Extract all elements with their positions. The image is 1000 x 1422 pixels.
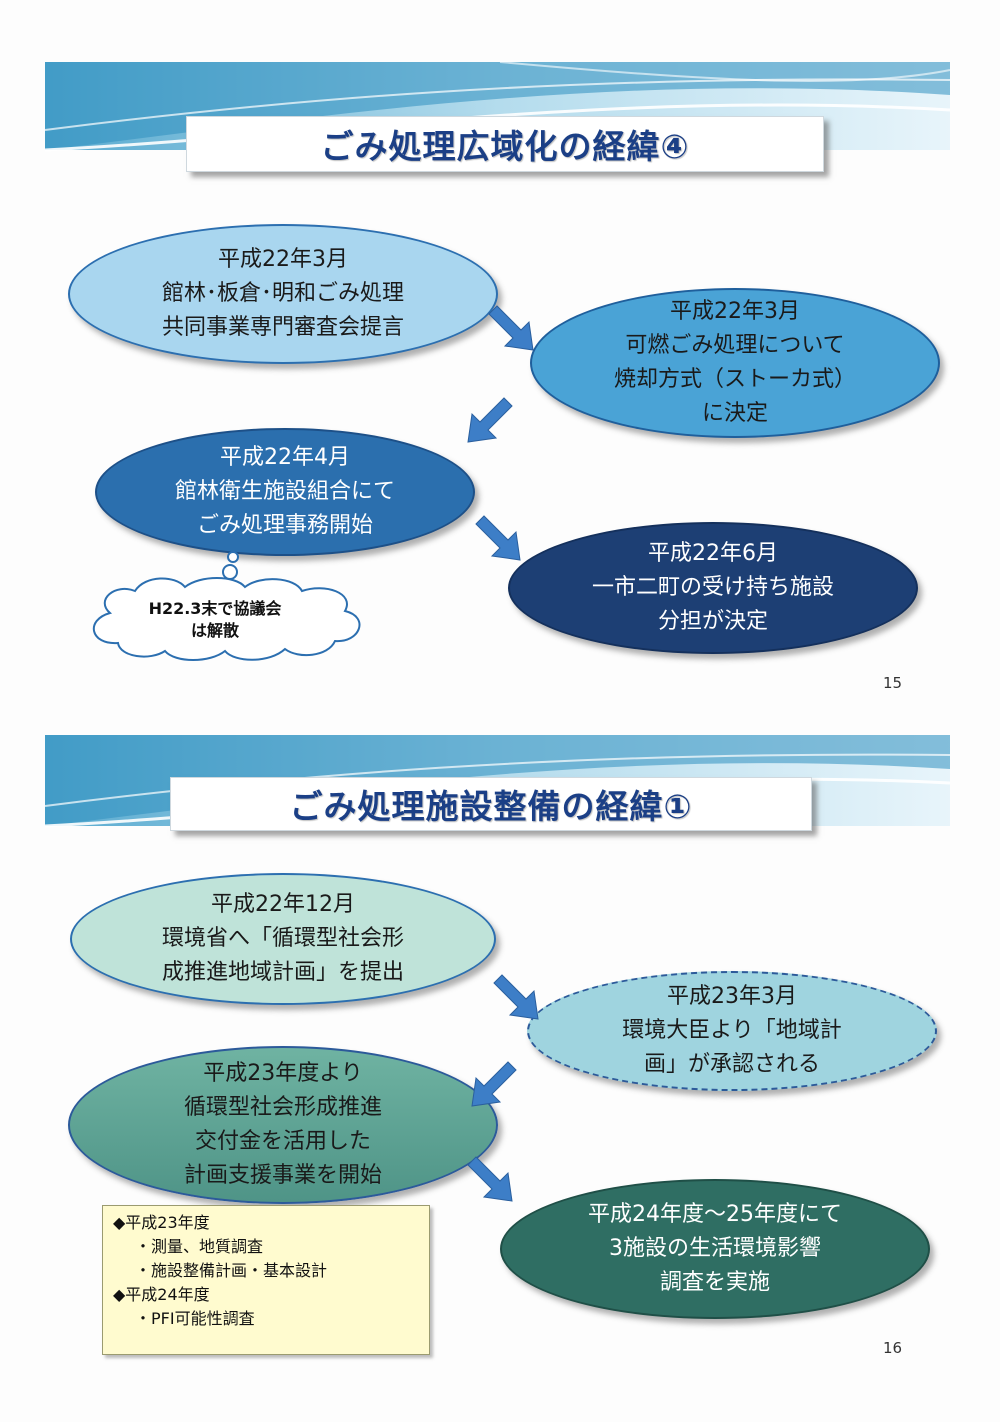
flow-node-2-line-4: に決定	[701, 401, 768, 426]
flow-node-2-line-3: 焼却方式（ストーカ式）	[613, 367, 856, 392]
flow-node-3-line-1: 平成22年4月	[220, 445, 350, 470]
slide-2: ごみ処理施設整備の経緯① 平成22年12月 環境省へ「循環型社会形 成推進地域計…	[0, 711, 1000, 1422]
flow-node-4: 平成22年6月 一市二町の受け持ち施設 分担が決定	[508, 522, 918, 654]
flow-node-1-line-2: 環境省へ「循環型社会形	[161, 926, 404, 951]
flow-node-2-line-3: 画」が承認される	[643, 1052, 820, 1077]
flow-node-4-line-1: 平成24年度～25年度にて	[588, 1202, 842, 1227]
note-line-5: ・PFI可能性調査	[135, 1309, 255, 1328]
note-line-4: ◆平成24年度	[113, 1285, 210, 1304]
callout-text: H22.3末で協議会 は解散	[115, 598, 315, 642]
flow-node-4-line-3: 分担が決定	[657, 609, 768, 634]
flow-node-3-line-2: 館林衛生施設組合にて	[174, 479, 395, 504]
page-number: 16	[883, 1339, 903, 1357]
flow-arrow-down-right-icon	[488, 305, 534, 351]
slide-1: ごみ処理広域化の経緯④ 平成22年3月 館林･板倉･明和ごみ処理 共同事業専門審…	[44, 61, 951, 692]
flow-node-4-line-3: 調査を実施	[659, 1270, 770, 1295]
note-line-3: ・施設整備計画・基本設計	[135, 1261, 328, 1280]
callout-line-1: H22.3末で協議会	[148, 599, 282, 618]
flow-node-4-line-2: 3施設の生活環境影響	[609, 1236, 821, 1261]
flow-node-2-line-2: 環境大臣より「地域計	[622, 1018, 842, 1043]
note-line-2: ・測量、地質調査	[135, 1237, 264, 1256]
page-number: 15	[883, 674, 903, 692]
flow-node-2-line-2: 可燃ごみ処理について	[625, 333, 845, 358]
note-line-1: ◆平成23年度	[113, 1213, 210, 1232]
thought-cloud	[92, 551, 361, 661]
flow-node-3-line-3: 交付金を活用した	[194, 1129, 371, 1154]
flow-node-1-line-3: 共同事業専門審査会提言	[161, 315, 404, 340]
flow-node-3-line-1: 平成23年度より	[203, 1061, 363, 1086]
flow-arrow-down-left-icon	[471, 1061, 517, 1107]
flow-node-3: 平成23年度より 循環型社会形成推進 交付金を活用した 計画支援事業を開始	[68, 1046, 498, 1204]
flow-node-3-line-4: 計画支援事業を開始	[183, 1163, 382, 1188]
slide-title: ごみ処理施設整備の経緯①	[289, 787, 693, 826]
slide-title-box: ごみ処理施設整備の経緯①	[170, 777, 812, 831]
flow-node-1: 平成22年3月 館林･板倉･明和ごみ処理 共同事業専門審査会提言	[68, 224, 498, 364]
flow-node-2-line-1: 平成23年3月	[667, 984, 797, 1009]
flow-arrow-down-right-icon	[467, 1156, 513, 1202]
flow-arrow-down-left-icon	[467, 397, 513, 443]
flow-arrow-down-right-icon	[475, 515, 521, 561]
flow-node-1-line-1: 平成22年3月	[218, 247, 348, 272]
flow-node-4: 平成24年度～25年度にて 3施設の生活環境影響 調査を実施	[500, 1179, 930, 1319]
flow-node-2: 平成22年3月 可燃ごみ処理について 焼却方式（ストーカ式） に決定	[530, 288, 940, 438]
slide-title-box: ごみ処理広域化の経緯④	[186, 116, 824, 172]
flow-arrow-down-right-icon	[493, 974, 539, 1020]
callout-line-2: は解散	[190, 621, 239, 640]
sticky-note: ◆平成23年度 ・測量、地質調査 ・施設整備計画・基本設計 ◆平成24年度 ・P…	[102, 1205, 430, 1355]
flow-node-1: 平成22年12月 環境省へ「循環型社会形 成推進地域計画」を提出	[70, 873, 496, 1005]
flow-node-2-line-1: 平成22年3月	[670, 299, 800, 324]
flow-node-3-line-3: ごみ処理事務開始	[196, 513, 373, 538]
flow-node-1-line-2: 館林･板倉･明和ごみ処理	[161, 281, 404, 306]
flow-node-2: 平成23年3月 環境大臣より「地域計 画」が承認される	[527, 971, 937, 1091]
slide-title: ごみ処理広域化の経緯④	[320, 127, 690, 166]
flow-node-4-line-2: 一市二町の受け持ち施設	[591, 575, 834, 600]
flow-node-4-line-1: 平成22年6月	[648, 541, 778, 566]
flow-node-3: 平成22年4月 館林衛生施設組合にて ごみ処理事務開始	[95, 428, 475, 556]
flow-node-1-line-1: 平成22年12月	[211, 892, 355, 917]
flow-node-1-line-3: 成推進地域計画」を提出	[161, 960, 404, 985]
flow-node-3-line-2: 循環型社会形成推進	[183, 1095, 382, 1120]
